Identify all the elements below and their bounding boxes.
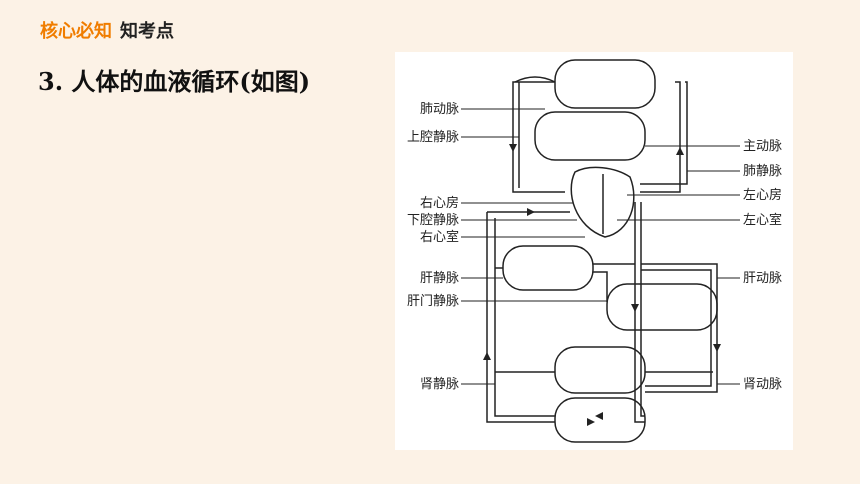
label-hepatic-portal-vein: 肝门静脉 bbox=[407, 294, 459, 309]
section-subtag: 知考点 bbox=[120, 21, 174, 42]
label-hepatic-vein: 肝静脉 bbox=[420, 271, 459, 286]
label-left-ventricle: 左心室 bbox=[743, 212, 782, 228]
topic-title: 3. 人体的血液循环(如图) bbox=[38, 67, 311, 96]
label-hepatic-artery: 肝动脉 bbox=[743, 271, 782, 286]
lung-capillary bbox=[534, 111, 646, 161]
label-renal-artery: 肾动脉 bbox=[743, 377, 782, 392]
section-header: 核心必知 知考点 bbox=[40, 10, 174, 50]
intestine-capillary bbox=[606, 283, 718, 331]
kidney-capillary bbox=[554, 346, 646, 394]
liver-capillary bbox=[502, 245, 594, 291]
blood-circulation-diagram: 肺动脉 上腔静脉 右心房 下腔静脉 右心室 肝静脉 肝门静脉 肾静脉 主动脉 肺… bbox=[395, 52, 793, 450]
section-tag: 核心必知 bbox=[40, 21, 112, 42]
label-superior-vena-cava: 上腔静脉 bbox=[407, 130, 459, 145]
label-renal-vein: 肾静脉 bbox=[420, 377, 459, 392]
circulation-figure: 肺动脉 上腔静脉 右心房 下腔静脉 右心室 肝静脉 肝门静脉 肾静脉 主动脉 肺… bbox=[407, 59, 782, 443]
lung-capillary-upper bbox=[554, 59, 656, 109]
label-inferior-vena-cava: 下腔静脉 bbox=[407, 213, 459, 228]
label-left-atrium: 左心房 bbox=[743, 187, 782, 203]
lower-body-capillary bbox=[554, 397, 646, 443]
label-right-atrium: 右心房 bbox=[420, 195, 459, 211]
label-pulmonary-artery: 肺动脉 bbox=[420, 102, 459, 117]
heart-outline bbox=[570, 166, 635, 238]
label-right-ventricle: 右心室 bbox=[420, 229, 459, 245]
label-aorta: 主动脉 bbox=[743, 139, 782, 154]
label-pulmonary-vein: 肺静脉 bbox=[743, 164, 782, 179]
